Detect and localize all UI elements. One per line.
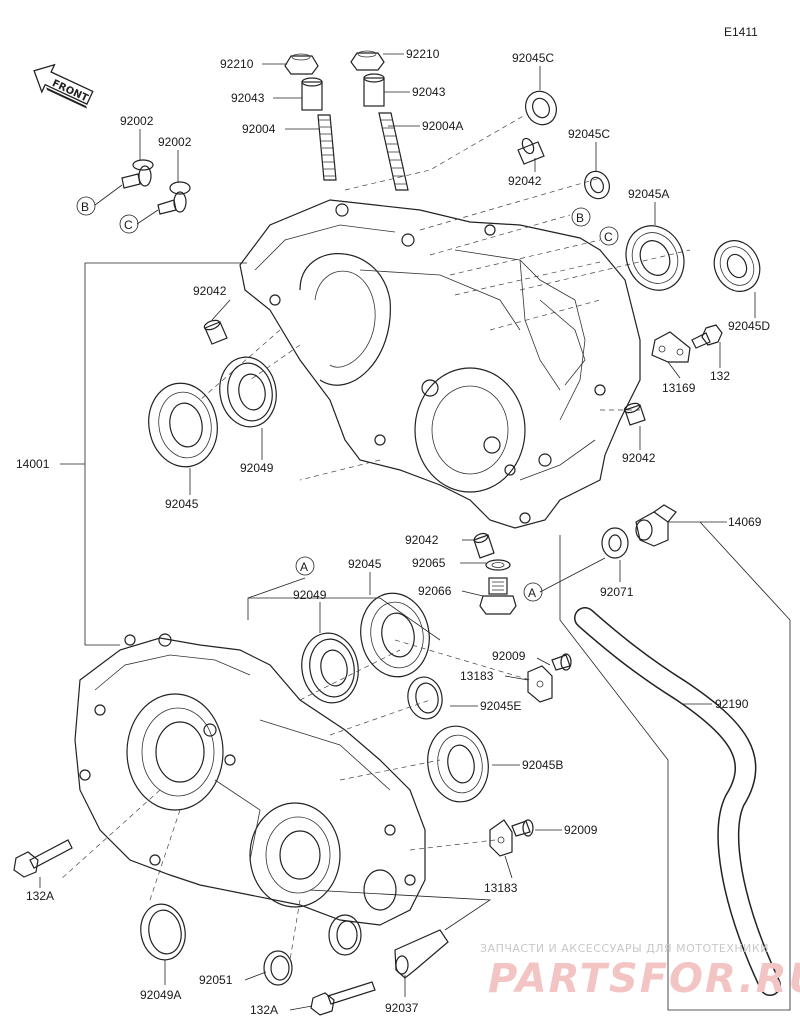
label-92210-right: 92210 xyxy=(406,47,440,61)
label-92210-left: 92210 xyxy=(220,57,254,71)
label-92190: 92190 xyxy=(715,697,749,711)
label-92009-top: 92009 xyxy=(492,649,526,663)
label-92043-right: 92043 xyxy=(412,85,446,99)
bolt-92009-low[interactable] xyxy=(511,819,534,837)
bolt-92002-b[interactable] xyxy=(121,159,154,189)
label-92004: 92004 xyxy=(242,122,276,136)
svg-text:B: B xyxy=(576,211,584,225)
label-14069: 14069 xyxy=(728,515,762,529)
label-92066: 92066 xyxy=(418,584,452,598)
front-arrow-icon: FRONT xyxy=(33,63,94,109)
label-92045B: 92045B xyxy=(522,758,563,772)
washer-92065[interactable] xyxy=(485,559,511,571)
svg-text:C: C xyxy=(604,230,613,244)
stud-92004A[interactable] xyxy=(378,112,409,191)
label-92042-drain: 92042 xyxy=(405,533,439,547)
label-92051: 92051 xyxy=(199,973,233,987)
dowel-92042-left[interactable] xyxy=(203,319,228,345)
label-92042-left: 92042 xyxy=(193,284,227,298)
bolt-92002-c[interactable] xyxy=(157,181,191,215)
label-92042-right: 92042 xyxy=(622,451,656,465)
label-132A-left: 132A xyxy=(26,889,54,903)
hose-fitting-14069[interactable] xyxy=(635,504,677,547)
label-92045A: 92045A xyxy=(628,187,669,201)
label-92049A: 92049A xyxy=(140,988,181,1002)
svg-text:A: A xyxy=(300,560,308,574)
leader-lines xyxy=(39,53,756,1011)
bearing-92045E[interactable] xyxy=(405,674,446,721)
dowel-92042-top[interactable] xyxy=(517,137,545,165)
nut-92210-right[interactable] xyxy=(350,50,385,71)
bearing-92045A[interactable] xyxy=(616,216,695,299)
label-92065: 92065 xyxy=(412,556,446,570)
svg-text:C: C xyxy=(124,218,133,232)
label-92037: 92037 xyxy=(385,1001,419,1015)
bolt-92009-top[interactable] xyxy=(551,653,572,671)
watermark-logo: PARTSFOR.RU xyxy=(488,956,800,1002)
label-92045D: 92045D xyxy=(728,319,770,333)
label-92049-lower: 92049 xyxy=(293,588,327,602)
marker-c-right: C xyxy=(599,226,619,246)
oil-seal-92049A[interactable] xyxy=(136,901,189,964)
crankcase-left-half[interactable] xyxy=(74,633,426,956)
cover-92037[interactable] xyxy=(394,929,449,979)
label-92004A: 92004A xyxy=(422,119,463,133)
marker-c-left: C xyxy=(119,214,139,234)
stud-92004[interactable] xyxy=(317,114,337,181)
oil-seal-92049-upper[interactable] xyxy=(214,353,281,432)
bolt-132A-left[interactable] xyxy=(13,839,73,878)
label-92002-b: 92002 xyxy=(120,114,154,128)
nut-92210-left[interactable] xyxy=(284,53,319,75)
label-132-right: 132 xyxy=(710,369,730,383)
label-92002-c: 92002 xyxy=(158,135,192,149)
diagram-code: E1411 xyxy=(724,25,758,39)
seal-92051[interactable] xyxy=(263,950,293,986)
bearing-92045C-mid[interactable] xyxy=(580,167,614,203)
dowel-92042-drain[interactable] xyxy=(473,532,495,559)
bolt-132-right[interactable] xyxy=(691,324,723,349)
bearing-92045B[interactable] xyxy=(422,721,494,806)
bearing-92045C-top[interactable] xyxy=(520,86,562,129)
label-92071: 92071 xyxy=(600,585,634,599)
label-92049-upper: 92049 xyxy=(240,461,274,475)
label-13183-top: 13183 xyxy=(460,669,494,683)
svg-text:A: A xyxy=(528,586,536,600)
label-14001: 14001 xyxy=(16,457,50,471)
label-132A-bottom: 132A xyxy=(250,1003,278,1017)
label-92043-left: 92043 xyxy=(231,91,265,105)
marker-b-right: B xyxy=(571,207,591,227)
bearing-92045-lower[interactable] xyxy=(354,588,436,683)
marker-b-left: B xyxy=(76,196,96,216)
crankcase-right-half[interactable] xyxy=(239,199,641,529)
bolt-132A-bottom[interactable] xyxy=(310,981,376,1016)
svg-text:B: B xyxy=(81,200,89,214)
oil-seal-92049-lower[interactable] xyxy=(296,629,363,708)
fitting-92071[interactable] xyxy=(601,527,629,559)
bearing-92045-left[interactable] xyxy=(142,378,224,473)
bearing-92045D[interactable] xyxy=(706,233,768,299)
marker-a-upper: A xyxy=(295,556,315,576)
label-92045-lower: 92045 xyxy=(348,557,382,571)
plate-13183-low[interactable] xyxy=(489,819,513,857)
label-92042-stud: 92042 xyxy=(508,174,542,188)
label-92045-left: 92045 xyxy=(165,497,199,511)
bracket-13169[interactable] xyxy=(651,331,691,363)
label-92009-low: 92009 xyxy=(564,823,598,837)
label-13169: 13169 xyxy=(662,381,696,395)
collar-92043-left[interactable] xyxy=(301,77,323,111)
label-92045C-mid: 92045C xyxy=(568,127,610,141)
collar-92043-right[interactable] xyxy=(363,73,385,107)
dowel-92042-right[interactable] xyxy=(623,402,646,426)
label-92045E: 92045E xyxy=(480,699,521,713)
label-92045C-top: 92045C xyxy=(512,51,554,65)
plate-13183-top[interactable] xyxy=(527,665,553,703)
marker-a-hose: A xyxy=(523,582,543,602)
hose-92190[interactable] xyxy=(574,607,781,996)
label-13183-low: 13183 xyxy=(484,881,518,895)
part-labels: 92210 92210 92045C 92043 92043 92004 920… xyxy=(16,47,770,1017)
watermark-tagline: ЗАПЧАСТИ И АКСЕССУАРЫ ДЛЯ МОТОТЕХНИКИ xyxy=(480,942,769,955)
drain-bolt-92066[interactable] xyxy=(479,577,517,615)
